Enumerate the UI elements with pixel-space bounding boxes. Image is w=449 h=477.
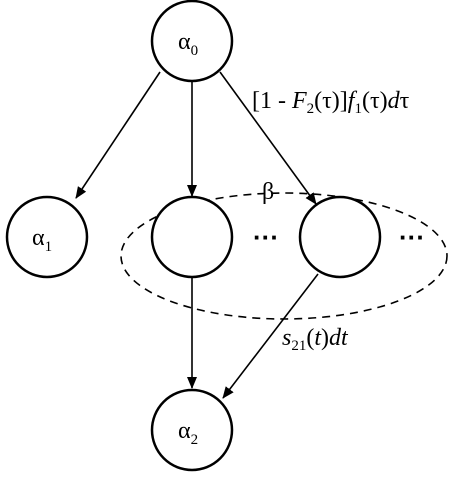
edge-alpha0-alpha1: [75, 71, 161, 199]
edge-alpha0-beta-state-2: [219, 71, 317, 205]
alpha2-node: [150, 388, 234, 472]
beta-label: β: [262, 179, 274, 205]
beta-state-2-node: [298, 195, 382, 279]
ellipsis-inner: ···: [253, 222, 279, 252]
alpha1-label: α1: [32, 225, 52, 255]
edge-beta-state-2-alpha2: [222, 273, 319, 399]
alpha0-label: α0: [178, 29, 198, 59]
edge-label-rate: s21(t)dt: [282, 325, 349, 354]
beta-state-1-node: [150, 195, 234, 279]
alpha0-node: [150, 0, 234, 83]
ellipsis-outer: ···: [399, 222, 425, 252]
alpha1-node: [5, 195, 89, 279]
edge-label-hazard: [1 - F2(τ)]f1(τ)dτ: [252, 88, 410, 117]
alpha2-label: α2: [178, 418, 198, 448]
